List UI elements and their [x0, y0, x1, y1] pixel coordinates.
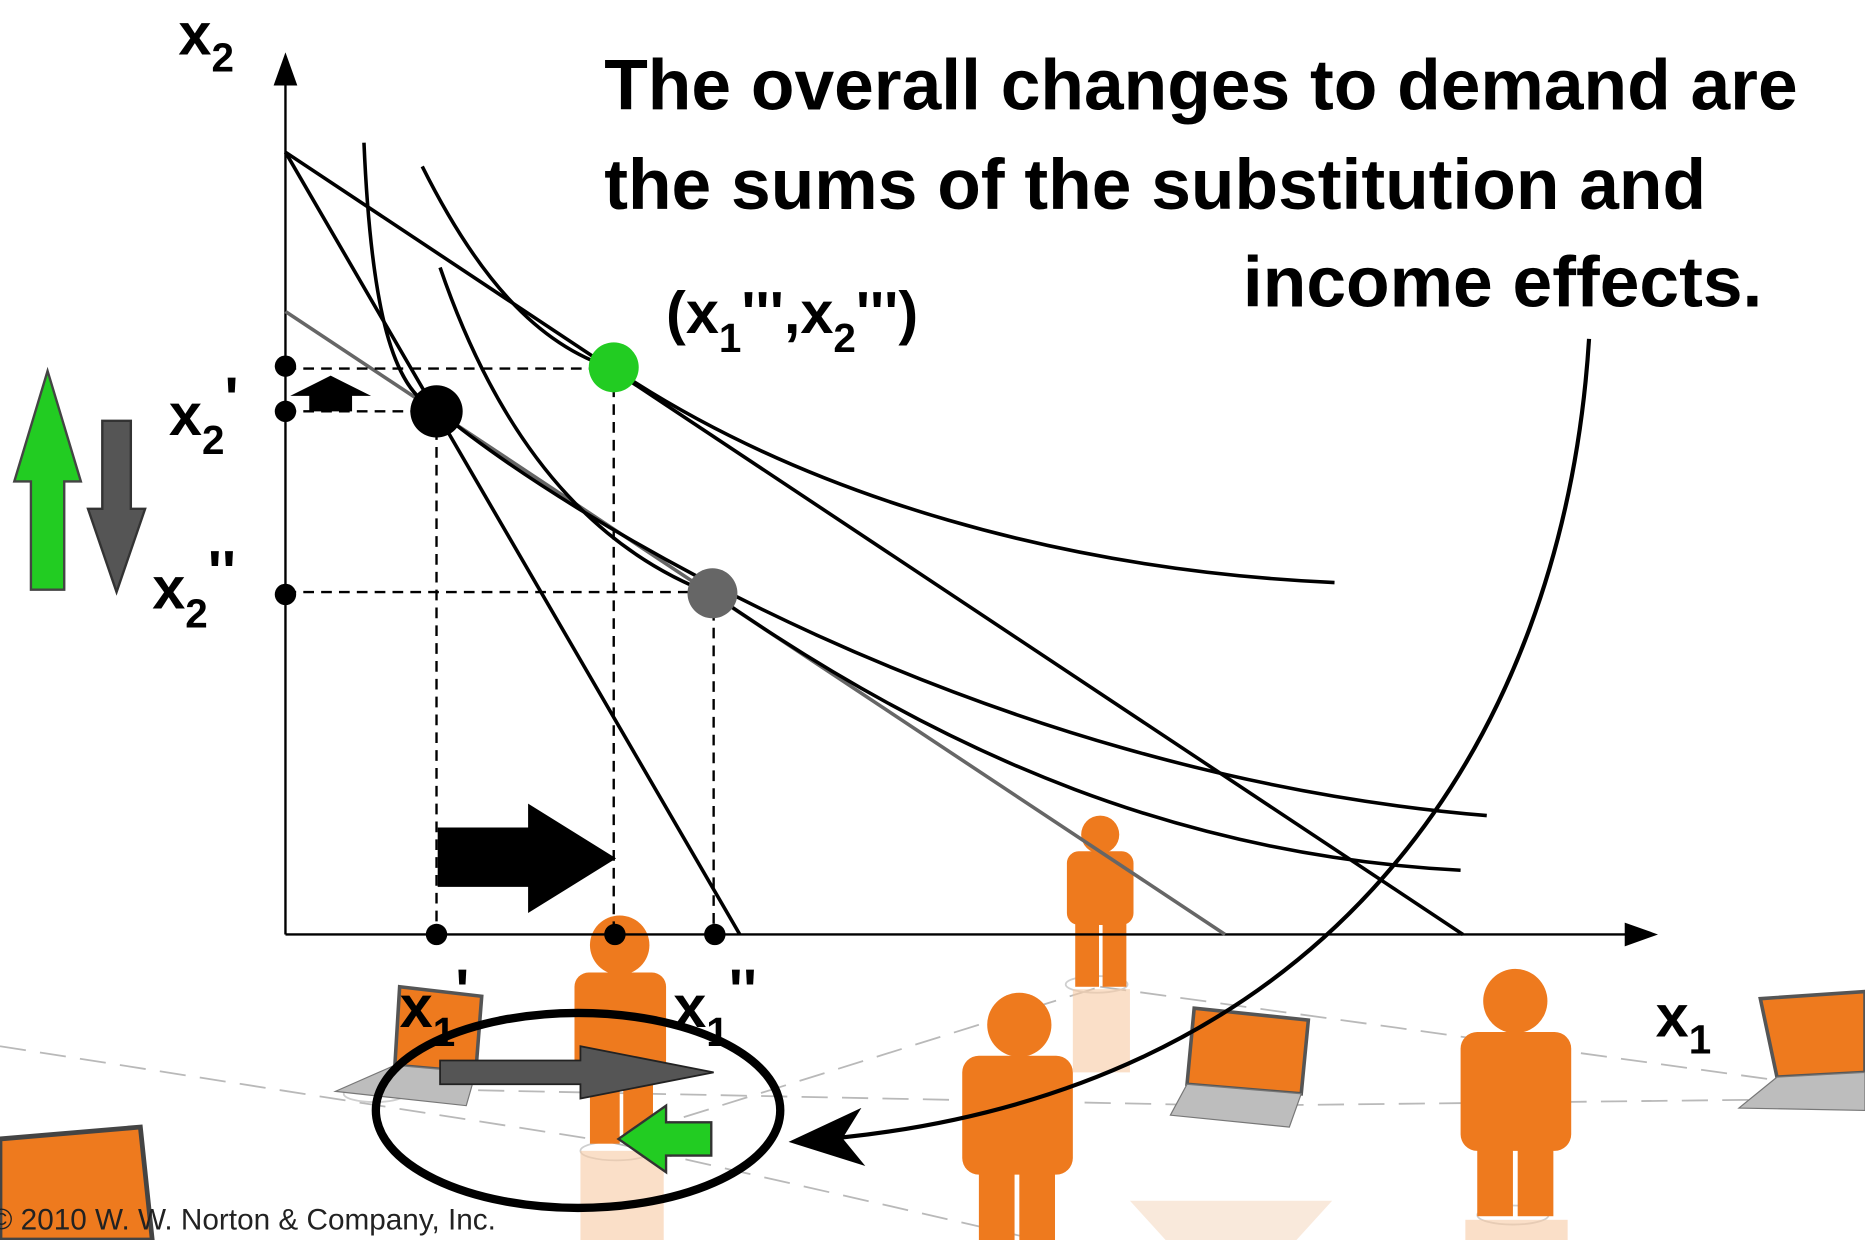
x2-change-up-arrow: [290, 376, 371, 412]
original-budget-line: [285, 152, 739, 934]
copyright-notice: © 2010 W. W. Norton & Company, Inc.: [0, 1203, 496, 1236]
substitution-bundle-point: [687, 568, 737, 618]
indifference-curve-final: [422, 166, 1334, 582]
title-line-2: the sums of the substitution and: [604, 145, 1706, 225]
final-bundle-point: [589, 342, 639, 392]
income-effect-up-arrow: [14, 371, 81, 590]
callout-curved-arrow: [797, 339, 1589, 1141]
x2-double-prime-label: x2'': [152, 538, 236, 637]
overall-change-right-arrow: [438, 804, 616, 913]
x1-double-prime-label: x1'': [673, 957, 757, 1056]
substitution-effect-down-arrow: [88, 421, 145, 592]
substitution-effect-right-arrow: [440, 1046, 714, 1098]
x1-prime-label: x1': [400, 957, 470, 1056]
x-axis-label: x1: [1656, 983, 1712, 1063]
title-line-1: The overall changes to demand are: [604, 45, 1797, 125]
title-line-3: income effects.: [1243, 243, 1762, 323]
final-bundle-label: (x1''',x2'''): [666, 279, 918, 361]
income-effect-left-arrow: [618, 1106, 711, 1173]
y-axis-label: x2: [178, 1, 234, 81]
x2-prime-label: x2': [169, 364, 239, 463]
initial-bundle-point: [410, 385, 462, 437]
